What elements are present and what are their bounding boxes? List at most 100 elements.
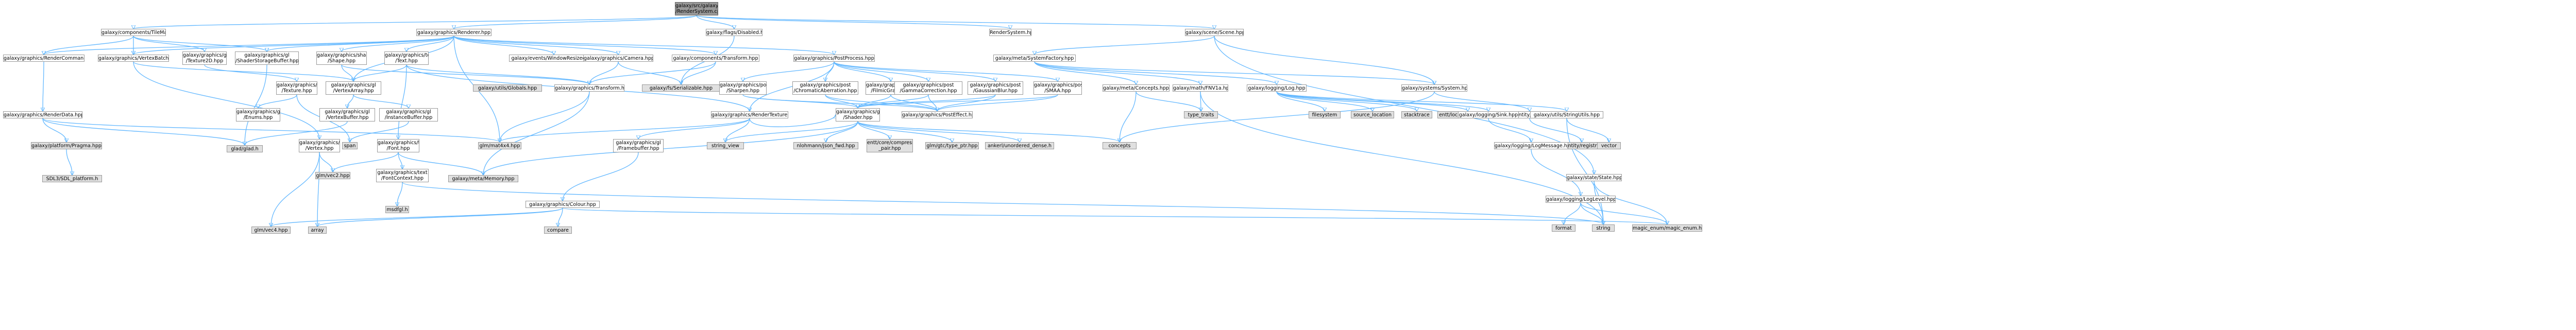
dependency-edge — [1580, 202, 1603, 224]
graph-node[interactable]: galaxy/graphics/gl /Texture2D.hpp — [182, 51, 227, 65]
dependency-edge — [350, 121, 409, 142]
graph-node[interactable]: galaxy/graphics/shapes /Shape.hpp — [316, 51, 367, 65]
graph-node[interactable]: galaxy/graphics/RenderData.hpp — [3, 111, 82, 118]
graph-node[interactable]: galaxy/logging/LogMessage.hpp — [1494, 142, 1568, 149]
graph-node[interactable]: galaxy/graphics/PostEffect.hpp — [902, 111, 973, 118]
graph-node[interactable]: galaxy/meta/Memory.hpp — [448, 175, 518, 182]
dependency-edge — [271, 207, 563, 227]
graph-node[interactable]: galaxy/flags/Disabled.hpp — [706, 29, 762, 36]
graph-node[interactable]: source_location — [1351, 111, 1394, 118]
graph-node[interactable]: galaxy/fs/Serializable.hpp — [642, 84, 720, 92]
graph-node[interactable]: filesystem — [1309, 111, 1341, 118]
graph-node[interactable]: galaxy/systems/System.hpp — [1401, 84, 1467, 92]
dependency-edge — [857, 121, 952, 142]
dependency-edge — [483, 91, 590, 175]
graph-node[interactable]: vector — [1597, 142, 1621, 149]
graph-node[interactable]: galaxy/graphics/RenderCommand.hpp — [3, 55, 84, 62]
graph-node[interactable]: galaxy/graphics/post /SMAA.hpp — [1033, 81, 1082, 95]
graph-node[interactable]: compare — [544, 227, 572, 234]
graph-node[interactable]: glad/glad.h — [227, 145, 263, 152]
graph-node[interactable]: galaxy/graphics/RenderTexture.hpp — [711, 111, 788, 118]
dependency-edge — [1035, 36, 1215, 55]
dependency-edge — [1214, 36, 1434, 84]
dependency-edge — [1531, 149, 1581, 196]
graph-node[interactable]: magic_enum/magic_enum.hpp — [1632, 224, 1702, 232]
graph-node[interactable]: glm/gtc/type_ptr.hpp — [925, 142, 979, 149]
graph-node[interactable]: SDL3/SDL_platform.h — [42, 175, 102, 182]
dependency-edge — [857, 121, 1020, 142]
graph-node[interactable]: galaxy/graphics/gl /Vertex.hpp — [299, 139, 340, 152]
dependency-edge — [402, 182, 1603, 224]
dependency-edge — [1566, 118, 1609, 142]
dependency-edge — [681, 61, 716, 84]
dependency-edge — [453, 36, 716, 55]
dependency-edge — [834, 61, 928, 81]
graph-node[interactable]: galaxy/graphics/VertexBatch.hpp — [98, 55, 169, 62]
dependency-edge — [638, 118, 750, 139]
graph-node[interactable]: entt/core/compressed _pair.hpp — [867, 139, 913, 152]
graph-node[interactable]: galaxy/logging/Log.hpp — [1247, 84, 1307, 92]
graph-node[interactable]: format — [1552, 224, 1575, 232]
graph-node[interactable]: galaxy/graphics/text /FontContext.hpp — [376, 169, 429, 182]
graph-node[interactable]: galaxy/graphics/Camera.hpp — [583, 55, 653, 62]
graph-node[interactable]: galaxy/components/TileMap.hpp — [101, 29, 166, 36]
graph-node[interactable]: galaxy/graphics/PostProcess.hpp — [793, 55, 875, 62]
graph-node[interactable]: stacktrace — [1401, 111, 1432, 118]
graph-node[interactable]: nlohmann/json_fwd.hpp — [793, 142, 858, 149]
dependency-edge — [245, 121, 348, 145]
graph-node[interactable]: RenderSystem.hpp — [989, 29, 1031, 36]
dependency-edge — [42, 118, 245, 145]
dependency-edge — [1034, 61, 1434, 84]
graph-node[interactable]: galaxy/graphics/gl /Texture.hpp — [276, 81, 317, 95]
graph-node[interactable]: galaxy/platform/Pragma.hpp — [31, 142, 102, 149]
graph-node[interactable]: galaxy/graphics/gl /InstanceBuffer.hpp — [379, 108, 438, 121]
graph-node[interactable]: galaxy/graphics/gl /VertexArray.hpp — [326, 81, 381, 95]
graph-node[interactable]: galaxy/graphics/post /ChromaticAberratio… — [792, 81, 858, 95]
graph-node[interactable]: span — [342, 142, 358, 149]
graph-node[interactable]: galaxy/components/Transform.hpp — [672, 55, 759, 62]
dependency-edge — [453, 36, 554, 55]
graph-node[interactable]: galaxy/state/State.hpp — [1566, 174, 1622, 181]
graph-node[interactable]: galaxy/meta/Concepts.hpp — [1103, 84, 1170, 92]
graph-node[interactable]: galaxy/logging/Sink.hpp — [1458, 111, 1519, 118]
graph-node[interactable]: concepts — [1103, 142, 1137, 149]
graph-node[interactable]: galaxy/utils/StringUtils.hpp — [1530, 111, 1603, 118]
graph-node[interactable]: ankerl/unordered_dense.h — [985, 142, 1054, 149]
graph-node[interactable]: msdfgl.h — [385, 206, 409, 213]
graph-node[interactable]: galaxy/graphics/gl /Framebuffer.hpp — [613, 139, 664, 152]
graph-node[interactable]: galaxy/graphics/gl /VertexBuffer.hpp — [319, 108, 375, 121]
dependency-edge — [696, 15, 1010, 29]
graph-node[interactable]: galaxy/math/FNV1a.hpp — [1173, 84, 1228, 92]
graph-node[interactable]: galaxy/graphics/gl /Enums.hpp — [236, 108, 280, 121]
graph-node[interactable]: galaxy/logging/LogLevel.hpp — [1546, 196, 1616, 203]
graph-node[interactable]: galaxy/utils/Globals.hpp — [473, 84, 542, 92]
graph-node[interactable]: galaxy/graphics/text /Text.hpp — [384, 51, 429, 65]
graph-node[interactable]: galaxy/graphics/Renderer.hpp — [416, 29, 492, 36]
graph-node[interactable]: glm/vec2.hpp — [315, 172, 350, 179]
dependency-edge — [858, 94, 1058, 108]
graph-node[interactable]: galaxy/graphics/Transform.hpp — [554, 84, 624, 92]
graph-node[interactable]: glm/vec4.hpp — [251, 227, 291, 234]
graph-node[interactable]: galaxy/graphics/gl /Shader.hpp — [836, 108, 880, 121]
dependency-edge — [1529, 118, 1582, 142]
graph-node[interactable]: array — [308, 227, 327, 234]
graph-node[interactable]: galaxy/graphics/gl /ShaderStorageBuffer.… — [235, 51, 299, 65]
dependency-edge — [133, 61, 353, 81]
graph-node[interactable]: galaxy/graphics/post /GaussianBlur.hpp — [968, 81, 1023, 95]
graph-node[interactable]: galaxy/graphics/post /Sharpen.hpp — [719, 81, 767, 95]
graph-node[interactable]: galaxy/graphics/text /Font.hpp — [377, 139, 419, 152]
graph-node[interactable]: glm/mat4x4.hpp — [478, 142, 521, 149]
dependency-edge — [1488, 118, 1531, 142]
graph-node[interactable]: galaxy/meta/SystemFactory.hpp — [993, 55, 1076, 62]
graph-node[interactable]: galaxy/scene/Scene.hpp — [1185, 29, 1244, 36]
dependency-edge — [245, 64, 267, 145]
graph-node[interactable]: string_view — [707, 142, 744, 149]
dependency-edge — [1034, 61, 1277, 84]
graph-node[interactable]: galaxy/graphics/Colour.hpp — [526, 201, 600, 208]
graph-node[interactable]: type_traits — [1184, 111, 1218, 118]
graph-root-node[interactable]: galaxy/src/galaxy/systems /RenderSystem.… — [675, 2, 718, 15]
dependency-edge — [42, 118, 500, 142]
graph-node[interactable]: string — [1592, 224, 1615, 232]
graph-node[interactable]: galaxy/graphics/post /GammaCorrection.hp… — [894, 81, 962, 95]
